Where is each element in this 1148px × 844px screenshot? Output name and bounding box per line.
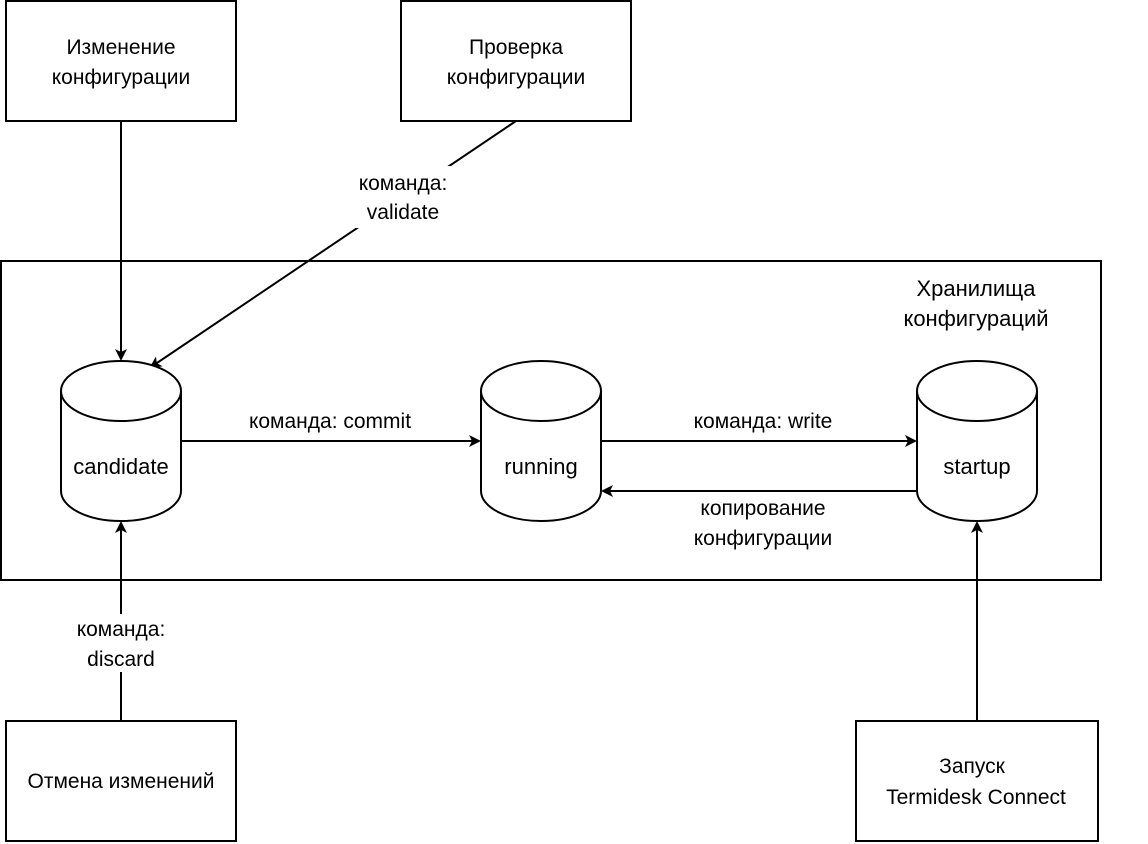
validate-config-line2: конфигурации	[447, 66, 585, 89]
discard-label-line1: команда:	[77, 618, 166, 641]
candidate-label: candidate	[73, 454, 168, 479]
validate-label-line2: validate	[367, 201, 439, 224]
validate-config-box[interactable]: Проверка конфигурации	[400, 0, 632, 122]
candidate-store[interactable]: candidate	[60, 360, 182, 522]
validate-label-line1: команда:	[359, 172, 448, 195]
running-store[interactable]: running	[480, 360, 602, 522]
storage-title-line1: Хранилища	[916, 276, 1036, 301]
storage-title-line2: конфигураций	[903, 306, 1048, 331]
edit-config-box[interactable]: Изменение конфигурации	[5, 0, 237, 122]
validate-config-line1: Проверка	[469, 36, 563, 59]
launch-connect-line2: Termidesk Connect	[886, 786, 1066, 809]
discard-changes-label: Отмена изменений	[28, 770, 215, 793]
launch-connect-line1: Запуск	[939, 755, 1005, 778]
write-label: команда: write	[694, 410, 833, 433]
launch-connect-box[interactable]: Запуск Termidesk Connect	[855, 720, 1099, 842]
copy-label-line2: конфигурации	[694, 527, 832, 550]
running-label: running	[504, 454, 577, 479]
startup-store[interactable]: startup	[916, 360, 1038, 522]
discard-changes-box[interactable]: Отмена изменений	[5, 720, 237, 842]
validate-to-candidate-arrow	[149, 120, 517, 369]
commit-label: команда: commit	[249, 410, 411, 433]
startup-label: startup	[943, 454, 1010, 479]
edit-config-line2: конфигурации	[52, 66, 190, 89]
discard-label-line2: discard	[87, 648, 155, 671]
copy-label-line1: копирование	[700, 497, 825, 520]
edit-config-line1: Изменение	[66, 36, 175, 59]
